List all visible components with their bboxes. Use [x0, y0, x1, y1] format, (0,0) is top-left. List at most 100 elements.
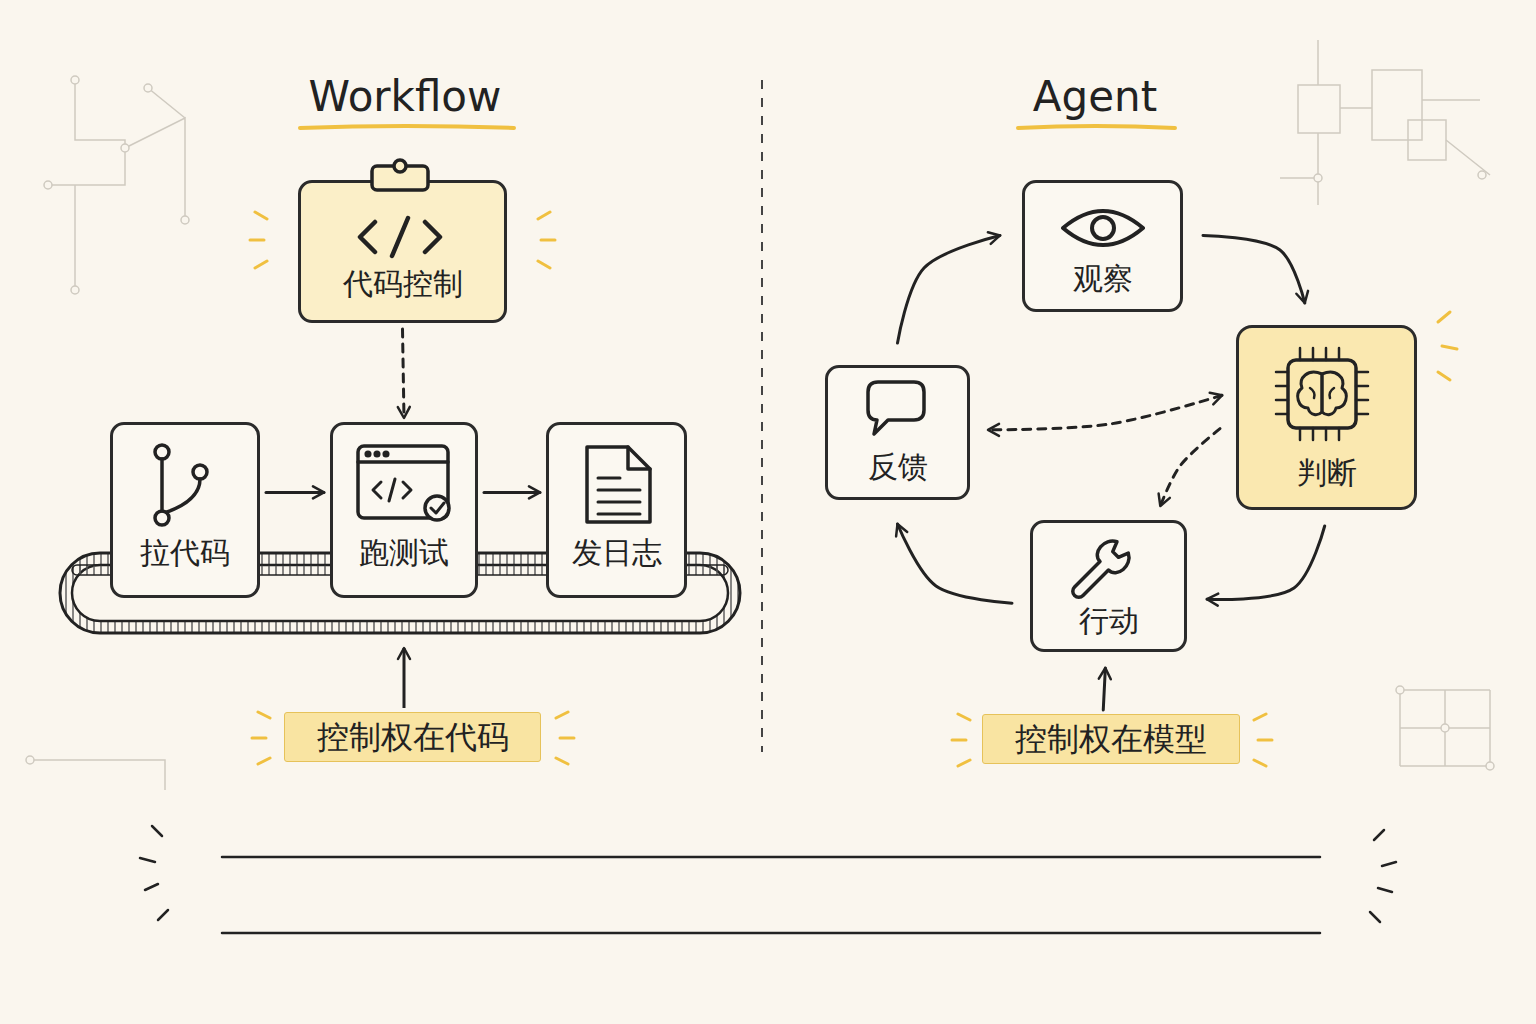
circuit-line [125, 118, 185, 220]
branch-line [162, 459, 200, 512]
branch-dot [155, 511, 169, 525]
circuit-dot [71, 76, 79, 84]
wrench-outline [1063, 536, 1134, 607]
node-text: 反馈 [868, 449, 928, 485]
branch-dot [155, 445, 169, 459]
node-text: 拉代码 [140, 535, 230, 571]
flow-arrow [1207, 526, 1325, 599]
browser-window [358, 446, 448, 518]
circuit-grid [1400, 690, 1490, 766]
document-icon [587, 447, 650, 522]
flow-arrow [484, 491, 540, 494]
clipboard-clip [372, 166, 428, 190]
chip-pins [1276, 348, 1368, 440]
circuit-line [48, 80, 125, 185]
chip-brain-icon [1276, 348, 1368, 440]
eye-icon [1063, 211, 1143, 245]
circuit-dot [71, 286, 79, 294]
emphasis-ticks [140, 826, 168, 920]
branch-dot [193, 465, 207, 479]
browser-test-icon [358, 446, 449, 520]
node-text: 观察 [1073, 261, 1133, 297]
process-box: 行动 [1030, 520, 1187, 652]
speech-bubble [868, 382, 924, 434]
highlight-box: 判断 [1236, 325, 1417, 510]
circuit-dot [1478, 171, 1486, 179]
document-fold [628, 447, 650, 469]
circuit-line [74, 185, 76, 290]
process-box: 拉代码 [110, 422, 260, 598]
dashed-arrow [988, 395, 1222, 430]
node-text: 控制权在模型 [1015, 720, 1207, 758]
flow-arrow [1203, 235, 1305, 303]
check-circle [425, 496, 449, 520]
clipboard-icon [360, 160, 440, 256]
flow-arrow [266, 491, 324, 494]
sparkle [952, 714, 970, 766]
node-text: 代码控制 [343, 266, 463, 302]
eye-outline [1063, 211, 1143, 245]
brain-folds [1310, 388, 1334, 398]
circuit-decoration [26, 40, 1494, 790]
dashed-arrow [403, 329, 405, 418]
circuit-dot [26, 756, 34, 764]
tag-box: 控制权在代码 [284, 712, 541, 762]
brain-left [1298, 372, 1322, 414]
circuit-dot [144, 84, 152, 92]
process-box: 跑测试 [330, 422, 478, 598]
browser-dot [375, 452, 379, 456]
title-underline [300, 126, 514, 128]
circuit-dot [181, 216, 189, 224]
code-symbol [360, 218, 440, 256]
section-title: Agent [895, 72, 1295, 121]
wrench-icon [1063, 536, 1134, 607]
flow-arrow [1103, 668, 1105, 710]
chip-body [1288, 360, 1356, 428]
circuit-dot [1396, 686, 1404, 694]
node-text: 控制权在代码 [317, 718, 509, 756]
highlight-box: 代码控制 [298, 180, 507, 323]
circuit-line [30, 760, 165, 790]
circuit-dot [1486, 762, 1494, 770]
browser-bar [358, 460, 448, 464]
circuit-line [148, 88, 185, 118]
sparkle [1438, 312, 1457, 380]
circuit-line [1280, 40, 1490, 205]
circuit-dot [44, 181, 52, 189]
tag-box: 控制权在模型 [982, 714, 1240, 764]
node-text: 发日志 [572, 535, 662, 571]
circuit-box [1408, 120, 1446, 160]
check-mark [431, 503, 444, 513]
code-symbol [373, 479, 411, 501]
process-box: 发日志 [546, 422, 687, 598]
circuit-dot [121, 144, 129, 152]
flow-arrow [898, 235, 1001, 343]
circuit-box [1298, 85, 1340, 133]
node-text: 跑测试 [359, 535, 449, 571]
git-branch-icon [155, 445, 207, 525]
circuit-dot [1314, 174, 1322, 182]
sparkle [250, 212, 267, 268]
sparkle [538, 212, 555, 268]
document-outline [587, 447, 650, 522]
browser-dot [366, 452, 370, 456]
sparkle [1254, 714, 1272, 766]
document-lines [598, 478, 640, 514]
node-text: 判断 [1297, 455, 1357, 491]
sparkle [556, 712, 574, 764]
brain-right [1322, 372, 1346, 414]
node-text: 行动 [1079, 603, 1139, 639]
divider-line [761, 80, 763, 752]
title-underline [1018, 126, 1175, 128]
eye-pupil [1092, 217, 1114, 239]
circuit-dot [1441, 724, 1449, 732]
process-box: 观察 [1022, 180, 1183, 312]
circuit-box [1372, 70, 1422, 140]
browser-dot [384, 452, 388, 456]
flow-arrow [898, 524, 1013, 603]
clipboard-ring [394, 160, 406, 172]
speech-bubble-icon [868, 382, 924, 434]
